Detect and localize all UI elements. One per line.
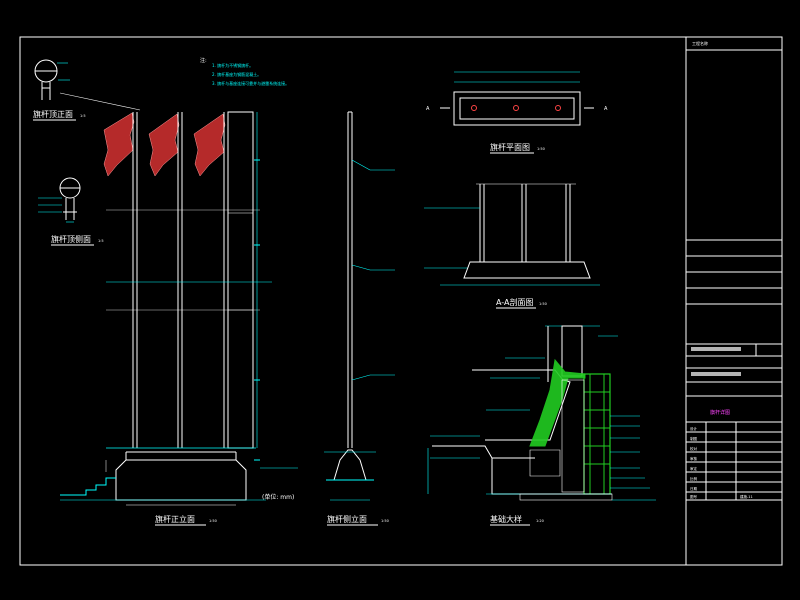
flagpole-side-elevation: 旗杆侧立面 1:50 bbox=[324, 111, 395, 526]
title-block: 工程名称 旗杆详图 设计 制图 校对 审核 审定 比例 日期 图号 建施-11 bbox=[686, 40, 782, 501]
foundation-detail: 基础大样 1:20 bbox=[427, 325, 656, 526]
view-title-plan: 旗杆平面图 bbox=[490, 142, 530, 152]
tb-row-6: 日期 bbox=[690, 486, 698, 491]
view-title-top-front: 旗杆顶正面 bbox=[33, 109, 73, 119]
section-aa: A-A剖面图 1:50 bbox=[424, 183, 600, 309]
section-marker-right: A bbox=[604, 106, 608, 112]
scale-foundation: 1:20 bbox=[536, 519, 544, 523]
note-line-2: 3. 旗杆与基座连接可靠并与避雷系统连接。 bbox=[212, 80, 289, 86]
drawing-number: 建施-11 bbox=[740, 494, 753, 499]
scale-side-elevation: 1:50 bbox=[381, 519, 389, 523]
sheet-title: 旗杆详图 bbox=[710, 409, 730, 416]
notes-block: 注: 1. 旗杆为不锈钢旗杆。 2. 旗杆基座为钢筋混凝土。 3. 旗杆与基座连… bbox=[200, 57, 289, 86]
top-ball-front-detail: 旗杆顶正面 1:5 bbox=[33, 59, 141, 121]
tb-row-4: 审定 bbox=[690, 466, 698, 471]
flagpole-elevation: 旗杆正立面 1:50 (单位: mm) bbox=[60, 111, 298, 526]
section-marker-left: A bbox=[426, 106, 430, 112]
scale-top-side: 1:5 bbox=[98, 239, 104, 243]
view-title-foundation: 基础大样 bbox=[490, 514, 522, 524]
scale-section-aa: 1:50 bbox=[539, 302, 547, 306]
tb-row-2: 校对 bbox=[690, 446, 698, 451]
unit-note: (单位: mm) bbox=[262, 493, 294, 501]
view-title-side-elevation: 旗杆侧立面 bbox=[327, 514, 367, 524]
tb-row-0: 设计 bbox=[690, 426, 698, 431]
tb-row-3: 审核 bbox=[690, 456, 698, 461]
notes-header: 注: bbox=[200, 57, 207, 64]
scale-top-front: 1:5 bbox=[80, 114, 86, 118]
tb-row-1: 制图 bbox=[690, 436, 698, 441]
tb-row-7: 图号 bbox=[690, 494, 698, 499]
tb-row-5: 比例 bbox=[690, 476, 698, 481]
top-ball-side-detail: 旗杆顶侧面 1:5 bbox=[38, 177, 104, 246]
note-line-1: 2. 旗杆基座为钢筋混凝土。 bbox=[212, 71, 261, 77]
scale-elevation: 1:50 bbox=[209, 519, 217, 523]
drawing-frame bbox=[19, 36, 783, 566]
view-title-elevation: 旗杆正立面 bbox=[155, 514, 195, 524]
view-title-top-side: 旗杆顶侧面 bbox=[51, 234, 91, 244]
view-title-section-aa: A-A剖面图 bbox=[496, 297, 533, 307]
project-label: 工程名称 bbox=[692, 40, 708, 46]
note-line-0: 1. 旗杆为不锈钢旗杆。 bbox=[212, 62, 253, 68]
scale-plan: 1:50 bbox=[537, 147, 545, 151]
flagpole-plan: A A 旗杆平面图 1:50 bbox=[426, 71, 608, 154]
